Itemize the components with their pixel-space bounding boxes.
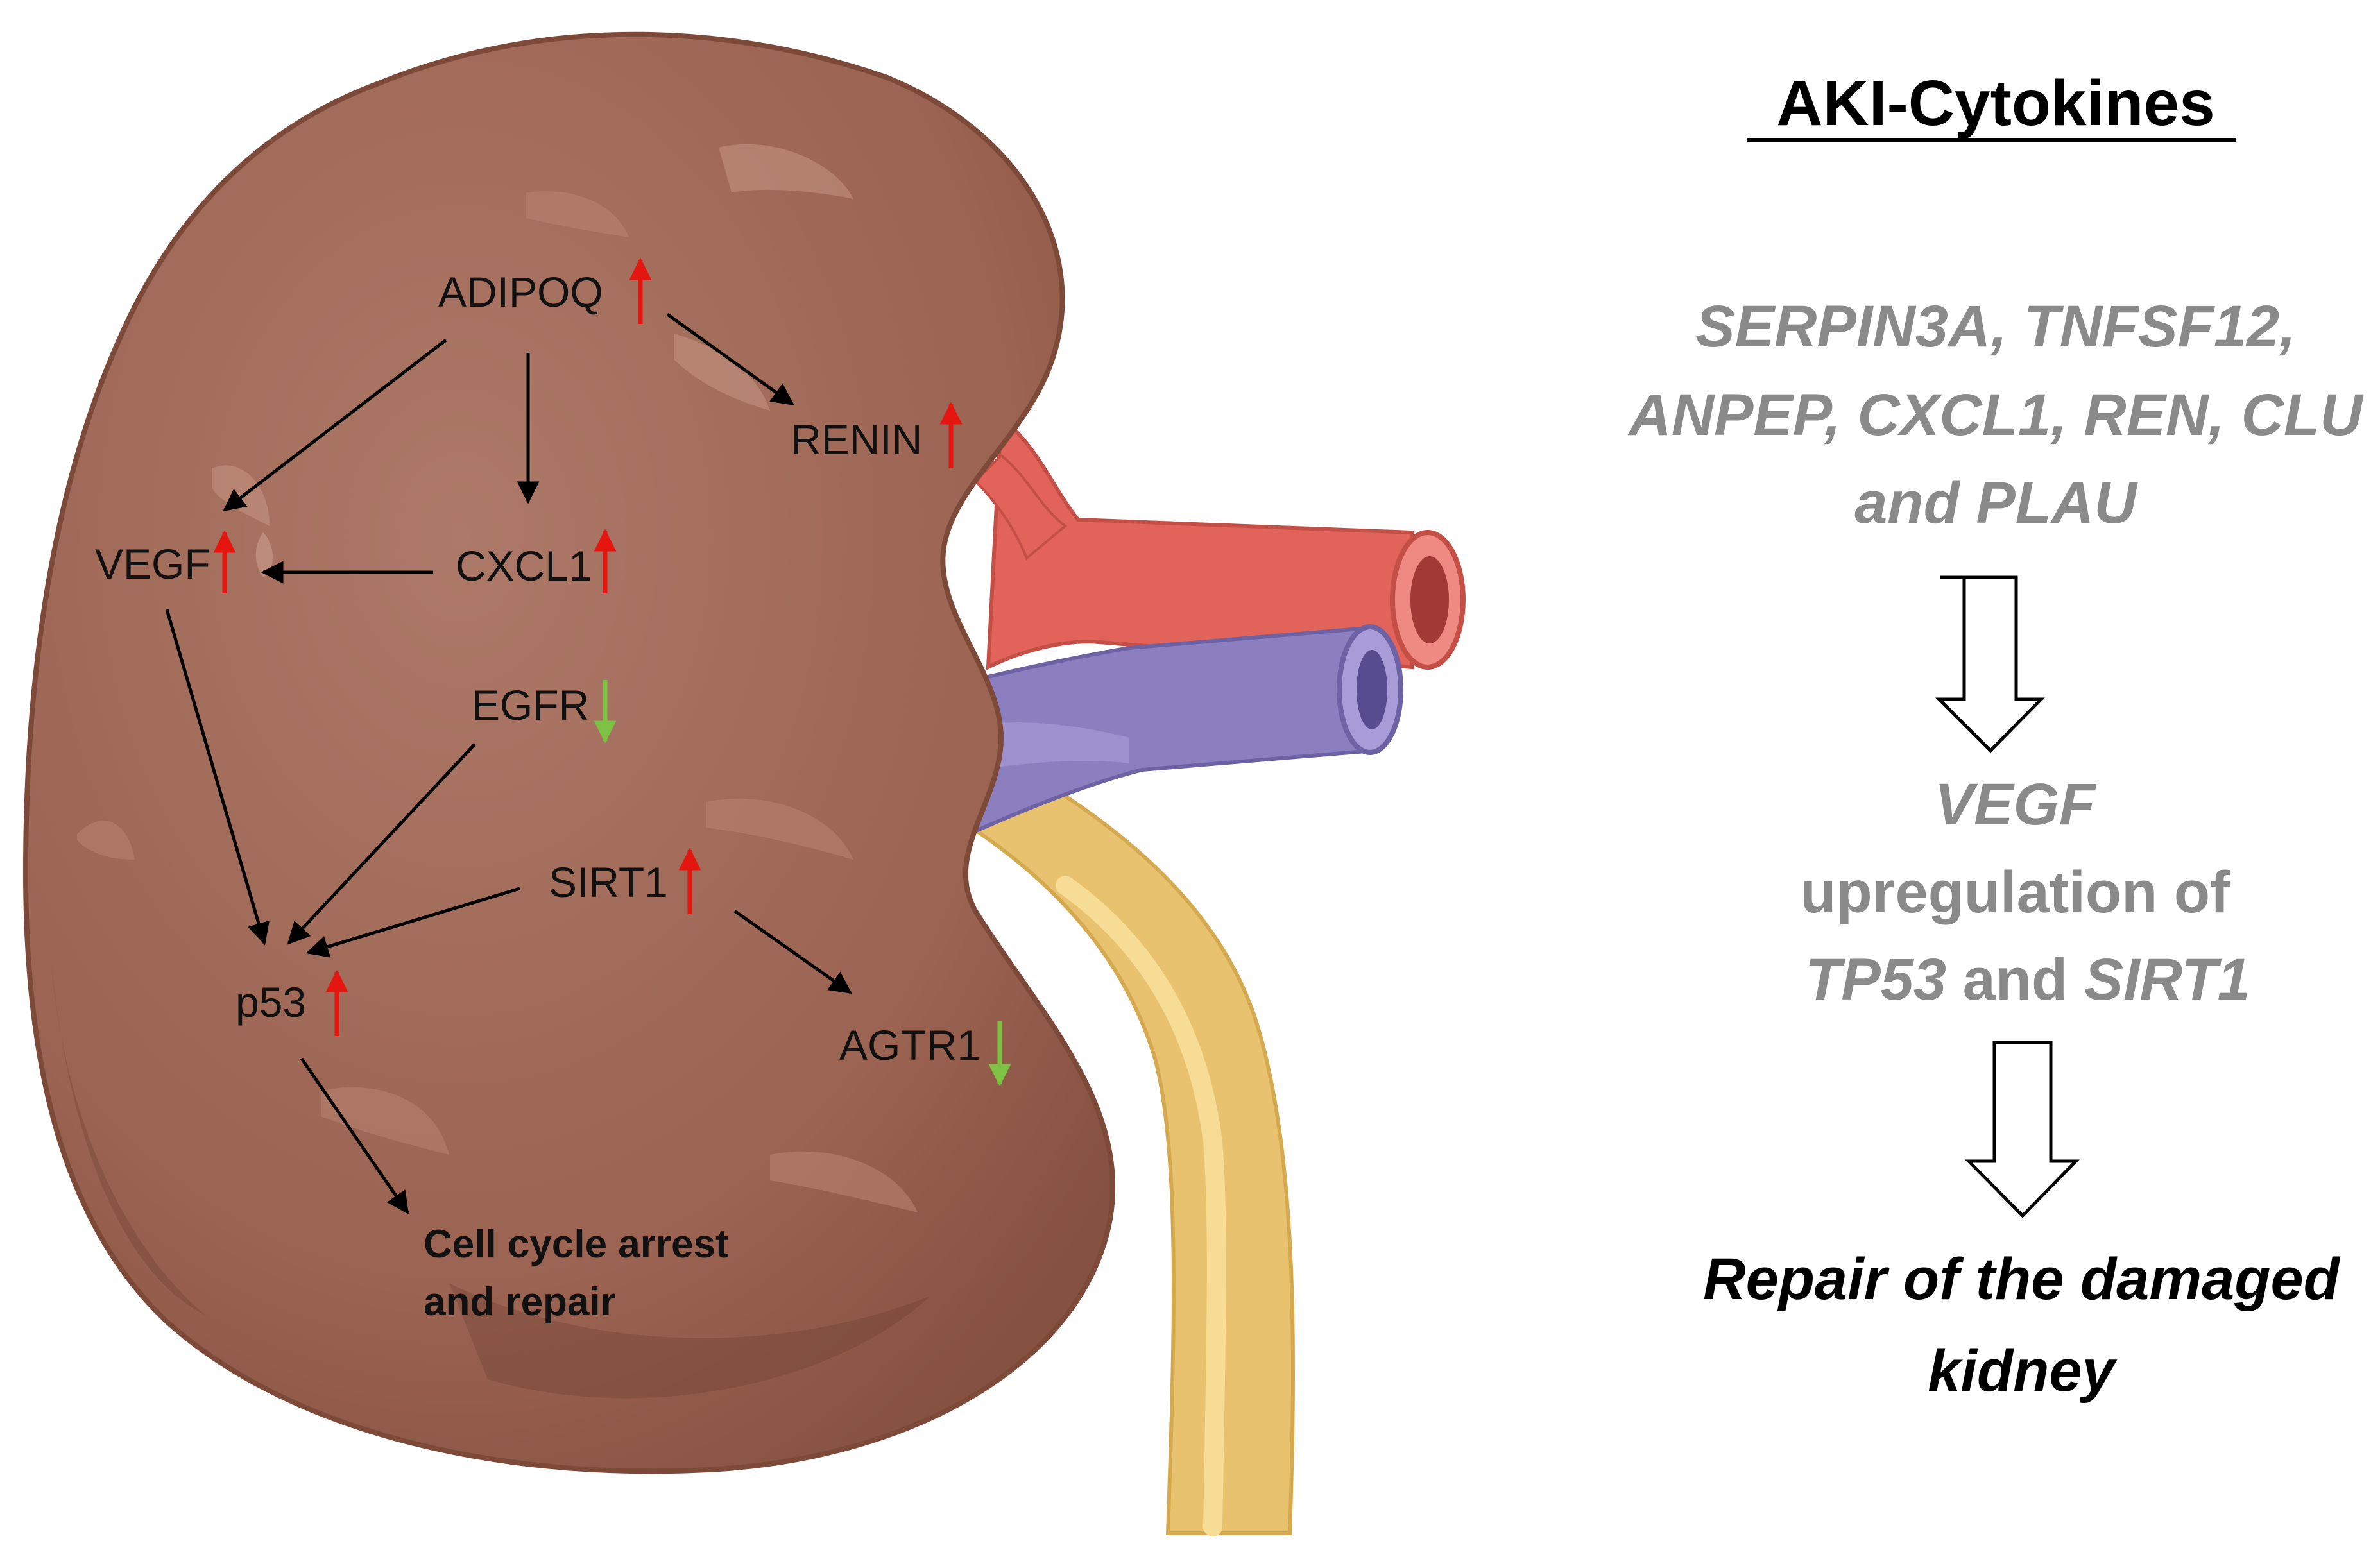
sirt1-label: SIRT1 [2084, 947, 2250, 1012]
node-label-vegf: VEGF [95, 540, 210, 588]
targets-line: TP53 and SIRT1 [1805, 947, 2250, 1012]
vegf-label: VEGF [1935, 772, 2097, 837]
node-label-p53: p53 [235, 978, 306, 1026]
edge-egfr-p53 [287, 743, 476, 945]
repair-line-1: Repair of the damaged [1703, 1246, 2341, 1312]
node-label-renin: RENIN [791, 416, 922, 463]
ureter-highlight [1056, 876, 1226, 1536]
edge-sirt1-agtr1 [733, 909, 852, 994]
summary-panel: AKI-Cytokines SERPIN3A, TNFSF12, ANPEP, … [1627, 67, 2364, 1404]
ureter [913, 754, 1295, 1535]
edge-sirt1-p53 [305, 887, 520, 958]
edge-adipoq-vegf [223, 339, 447, 512]
edge-vegf-p53 [165, 609, 270, 946]
regulation-markers [213, 257, 1011, 1087]
cytokines-line-1: SERPIN3A, TNFSF12, [1695, 294, 2296, 359]
panel-title: AKI-Cytokines [1776, 67, 2214, 139]
and-label: and [1963, 947, 2068, 1012]
upregulation-line: upregulation of [1800, 860, 2230, 925]
kidney-shading [51, 962, 930, 1399]
cytokines-line-3: and PLAU [1854, 470, 2138, 536]
edge-p53-outcome [300, 1057, 409, 1214]
tp53-label: TP53 [1805, 947, 1946, 1012]
node-label-adipoq: ADIPOQ [438, 268, 603, 316]
flow-arrow-2 [1965, 1041, 2080, 1218]
outcome-line-1: Cell cycle arrest [424, 1222, 729, 1266]
cytokines-line-2: ANPEP, CXCL1, REN, CLU [1627, 382, 2364, 448]
node-label-sirt1: SIRT1 [549, 858, 668, 906]
flow-arrow-1 [1935, 575, 2045, 753]
renal-artery [973, 413, 1466, 670]
node-label-agtr1: AGTR1 [839, 1021, 980, 1069]
outcome-line-2: and repair [424, 1280, 616, 1324]
node-label-egfr: EGFR [472, 681, 589, 729]
pathway-arrows [165, 312, 852, 1214]
node-label-cxcl1: CXCL1 [456, 542, 592, 590]
repair-line-2: kidney [1928, 1338, 2117, 1404]
edge-adipoq-renin [666, 312, 794, 406]
kidney [22, 31, 1116, 1474]
renal-vein [966, 624, 1403, 837]
